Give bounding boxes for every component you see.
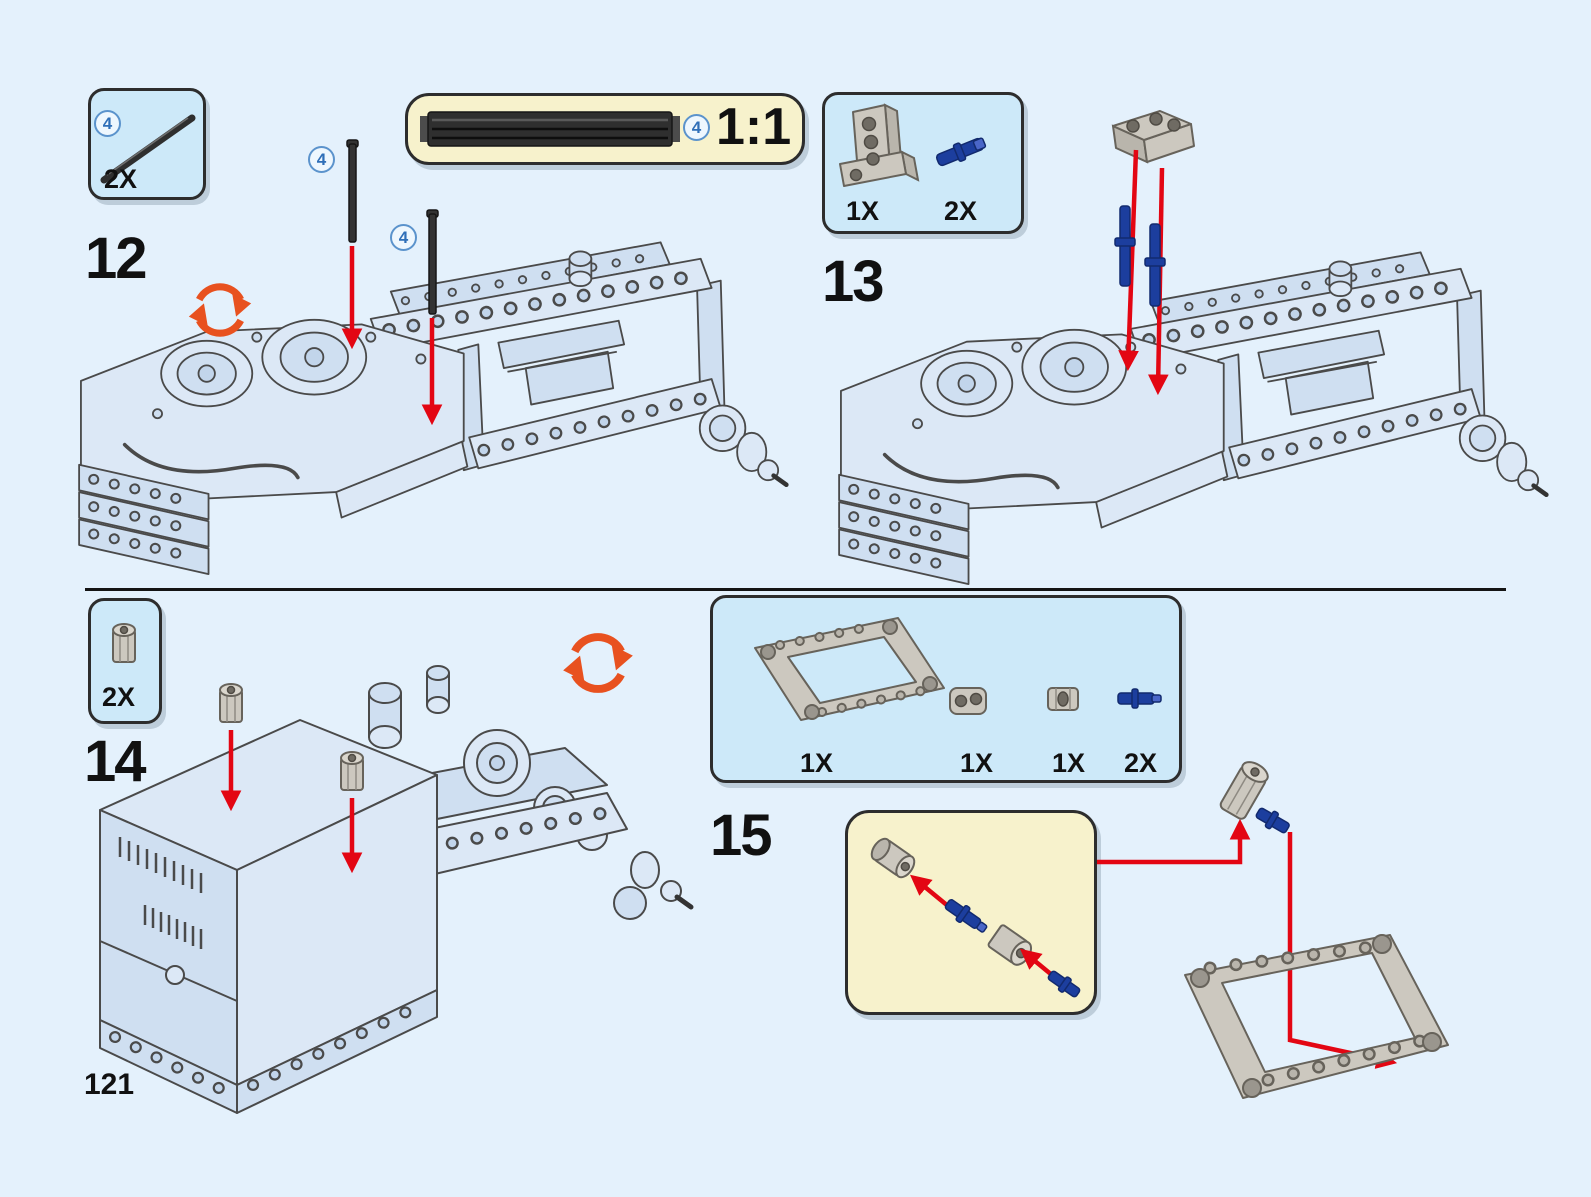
model-step13 (839, 252, 1546, 584)
frame-step15 (1184, 934, 1449, 1099)
falling-pins-step13 (1114, 205, 1166, 307)
subassembly-panel-step15 (845, 810, 1097, 1015)
falling-connectors-step14 (219, 683, 364, 874)
parts-panel-step14 (88, 598, 162, 724)
parts-panel-step13 (822, 92, 1024, 234)
callout-badge-axle-a: 4 (308, 146, 335, 173)
step-number-15: 15 (710, 803, 772, 868)
section-divider (85, 588, 1506, 591)
rotate-model-icon-step14 (563, 637, 633, 689)
parts-panel-step12 (88, 88, 206, 200)
page-number: 121 (84, 1068, 135, 1101)
step-number-12: 12 (85, 226, 147, 291)
callout-badge-axle-b: 4 (390, 224, 417, 251)
model-step14 (100, 666, 691, 1113)
step-number-14: 14 (84, 729, 146, 794)
corner-beam-step13 (1111, 110, 1195, 164)
assembled-connector-step15 (1219, 761, 1290, 834)
falling-axles-step12 (341, 139, 443, 426)
rotate-model-icon-step12 (189, 287, 251, 333)
arrows-step13 (1118, 149, 1169, 396)
scale-1to1-panel (405, 93, 805, 165)
model-step12 (79, 242, 786, 574)
parts-panel-step15 (710, 595, 1182, 783)
step15-guide-lines (1097, 818, 1398, 1069)
step-number-13: 13 (822, 249, 884, 314)
